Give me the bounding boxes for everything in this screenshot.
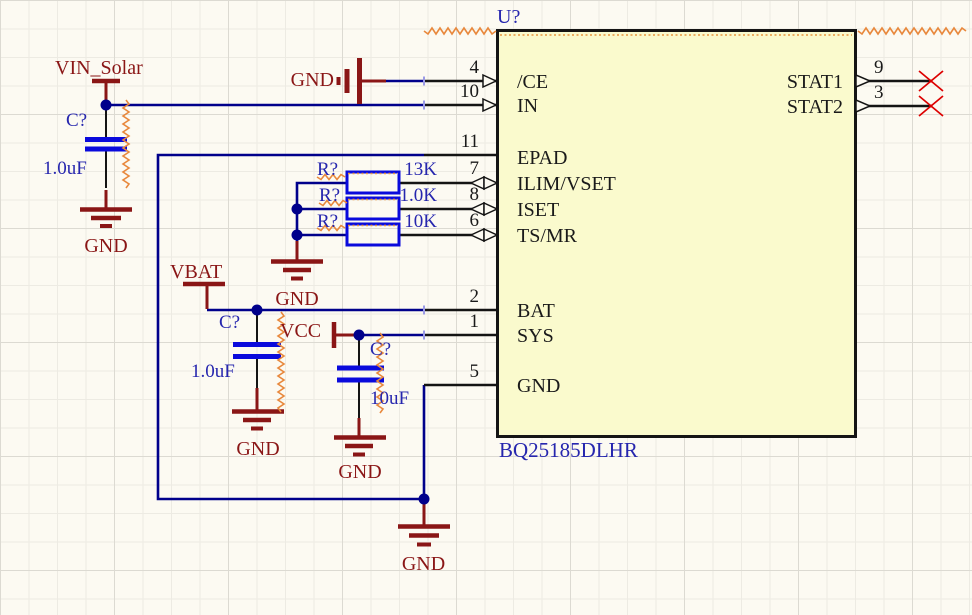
pin-name-sys: SYS	[517, 325, 554, 347]
csys-designator[interactable]: C?	[370, 339, 392, 360]
gnd-symbol-cbat[interactable]	[232, 388, 284, 431]
wires[interactable]	[106, 79, 426, 501]
pin-number-11: 11	[460, 131, 479, 152]
ic-part-number[interactable]: BQ25185DLHR	[499, 438, 638, 462]
no-erc-stat1[interactable]	[918, 70, 944, 92]
capacitor-csys[interactable]	[337, 365, 384, 383]
output-arrow-stat2	[855, 98, 872, 114]
net-label-vcc[interactable]: VCC	[280, 320, 322, 342]
resistor-rilim[interactable]	[345, 170, 401, 195]
bidir-arrow-ilim2	[483, 175, 499, 191]
gnd-symbol-ce[interactable]	[336, 58, 387, 104]
resistor-riset[interactable]	[345, 196, 401, 221]
no-erc-stat2[interactable]	[918, 95, 944, 117]
pin-name-ts: TS/MR	[517, 225, 578, 247]
input-arrow-ce	[482, 73, 498, 89]
rts-designator[interactable]: R?	[317, 211, 339, 232]
pin-number-3: 3	[874, 82, 884, 103]
gnd-symbol-main[interactable]	[398, 500, 450, 547]
junction-dots	[100, 99, 430, 505]
bidir-arrow-iset2	[483, 201, 499, 217]
gnd-label-cbat[interactable]: GND	[236, 438, 280, 460]
compile-error-markers	[121, 26, 967, 414]
net-label-vbat[interactable]: VBAT	[170, 261, 223, 283]
capacitor-pins	[105, 107, 360, 418]
pin-name-ilim: ILIM/VSET	[517, 173, 616, 195]
cin-designator[interactable]: C?	[66, 110, 88, 131]
resistor-rts[interactable]	[345, 222, 401, 247]
pin-number-8: 8	[469, 184, 480, 205]
pin-number-4: 4	[469, 57, 480, 78]
cbat-value[interactable]: 1.0uF	[191, 361, 235, 382]
pin-arrows	[469, 73, 872, 243]
bidir-arrow-ts2	[483, 227, 499, 243]
pin-name-gnd: GND	[517, 375, 561, 397]
compile-error-dotted	[348, 34, 852, 227]
csys-value[interactable]: 10uF	[370, 388, 410, 409]
pin-name-stat1: STAT1	[786, 71, 843, 93]
pin-number-1: 1	[469, 311, 480, 332]
wire-rbus[interactable]	[295, 181, 347, 241]
gnd-label-rbus[interactable]: GND	[275, 288, 319, 310]
pin-name-iset: ISET	[517, 199, 560, 221]
pin-name-ce: /CE	[517, 71, 549, 93]
rilim-designator[interactable]: R?	[317, 159, 339, 180]
capacitor-cin[interactable]	[85, 137, 127, 152]
riset-value[interactable]: 1.0K	[399, 185, 437, 206]
cbat-designator[interactable]: C?	[219, 312, 241, 333]
ic-body[interactable]	[496, 29, 857, 438]
gnd-label-ce[interactable]: GND	[290, 69, 334, 91]
pin-name-bat: BAT	[517, 300, 555, 322]
pin-number-2: 2	[469, 286, 480, 307]
pin-number-10: 10	[460, 81, 479, 102]
pin-number-5: 5	[469, 361, 480, 382]
net-label-vin-solar[interactable]: VIN_Solar	[55, 57, 143, 79]
gnd-symbol-csys[interactable]	[334, 418, 386, 457]
rts-value[interactable]: 10K	[404, 211, 437, 232]
gnd-label-csys[interactable]: GND	[338, 461, 382, 483]
pin-name-epad: EPAD	[517, 147, 568, 169]
input-arrow-in	[482, 97, 498, 113]
capacitor-cbat[interactable]	[233, 342, 281, 359]
riset-designator[interactable]: R?	[319, 185, 341, 206]
cin-value[interactable]: 1.0uF	[43, 158, 87, 179]
gnd-label-main[interactable]: GND	[401, 553, 446, 575]
power-port-vbat[interactable]	[183, 281, 225, 309]
pin-number-6: 6	[469, 210, 480, 231]
pin-name-stat2: STAT2	[786, 96, 843, 118]
pin-name-in: IN	[517, 95, 539, 117]
gnd-symbol-vin[interactable]	[80, 190, 132, 228]
pin-number-9: 9	[874, 57, 884, 78]
ic-designator[interactable]: U?	[497, 6, 521, 28]
wire-epad[interactable]	[156, 153, 424, 501]
output-arrow-stat1	[855, 73, 872, 89]
gnd-label-vin[interactable]: GND	[84, 235, 128, 257]
no-erc-markers[interactable]	[918, 70, 944, 117]
gnd-symbol-rbus[interactable]	[271, 241, 323, 281]
rilim-value[interactable]: 13K	[404, 159, 437, 180]
pin-number-7: 7	[469, 158, 480, 179]
